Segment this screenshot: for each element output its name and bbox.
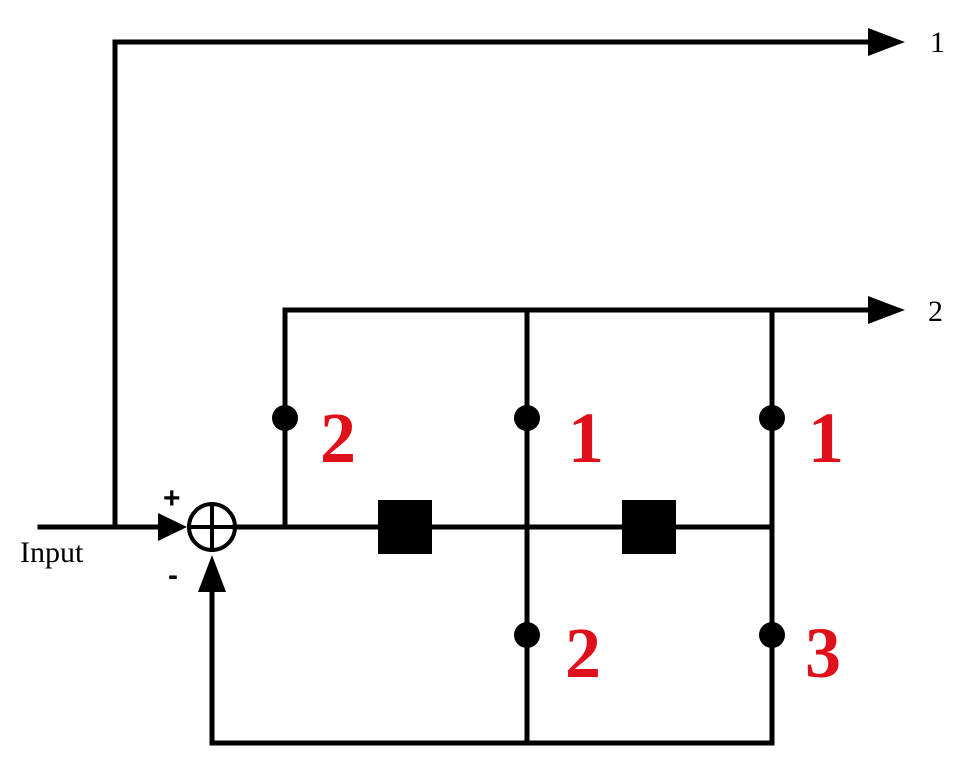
output-1-label: 1 xyxy=(930,26,945,59)
output-1-arrowhead xyxy=(868,28,905,56)
feedback-arrowhead xyxy=(198,555,226,592)
input-arrowhead xyxy=(158,513,187,541)
minus-sign: - xyxy=(168,559,178,592)
upper-coefficient-3: 1 xyxy=(808,398,844,478)
upper-tap-dot-2 xyxy=(514,405,540,431)
lower-tap-dot-1 xyxy=(514,622,540,648)
lower-tap-dot-2 xyxy=(759,622,785,648)
upper-coefficient-2: 1 xyxy=(568,398,604,478)
plus-sign: + xyxy=(163,482,181,515)
output-2-label: 2 xyxy=(928,295,943,328)
upper-tap-dot-1 xyxy=(272,405,298,431)
delay-block-2 xyxy=(622,500,676,554)
input-label: Input xyxy=(20,536,84,569)
output-2-arrowhead xyxy=(868,296,905,324)
upper-coefficient-1: 2 xyxy=(320,398,356,478)
delay-block-1 xyxy=(378,500,432,554)
lower-coefficient-2: 3 xyxy=(805,613,841,693)
lower-coefficient-1: 2 xyxy=(565,613,601,693)
upper-tap-dot-3 xyxy=(759,405,785,431)
